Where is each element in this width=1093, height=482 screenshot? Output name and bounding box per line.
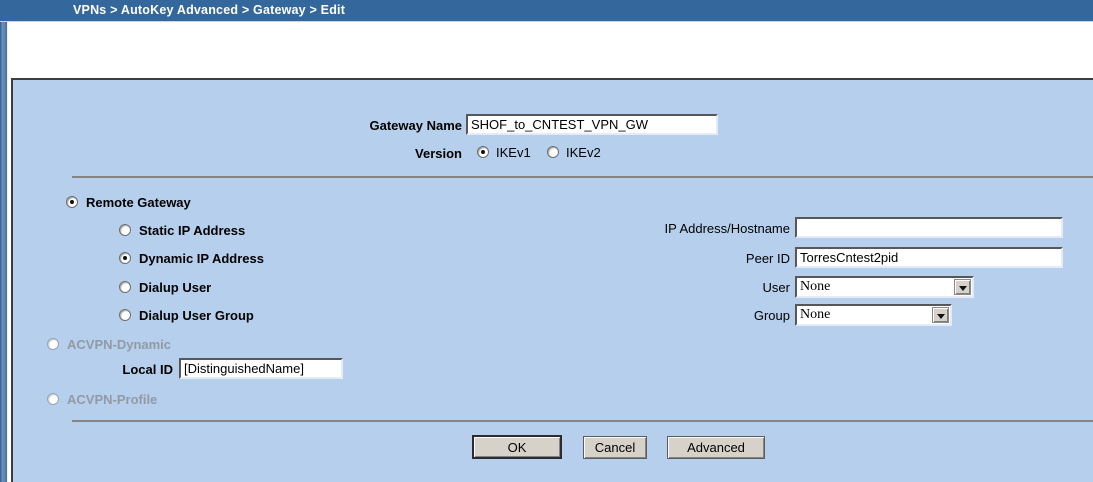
version-ikev1-radio[interactable] — [477, 146, 489, 158]
acvpn-dynamic-radio[interactable] — [47, 338, 59, 350]
dynamic-ip-radio[interactable] — [119, 252, 131, 264]
breadcrumb: VPNs > AutoKey Advanced > Gateway > Edit — [73, 3, 346, 17]
static-ip-radio[interactable] — [119, 224, 131, 236]
ok-button[interactable]: OK — [472, 435, 562, 459]
user-label: User — [762, 280, 790, 295]
acvpn-profile-label: ACVPN-Profile — [67, 392, 158, 407]
breadcrumb-bar: VPNs > AutoKey Advanced > Gateway > Edit — [0, 0, 1093, 22]
advanced-button[interactable]: Advanced — [667, 436, 765, 459]
ip-hostname-label: IP Address/Hostname — [664, 221, 791, 236]
dialup-user-group-label: Dialup User Group — [139, 308, 254, 323]
left-edge-strip — [0, 22, 8, 482]
remote-gateway-label: Remote Gateway — [86, 195, 191, 210]
version-ikev2-label: IKEv2 — [566, 145, 601, 160]
acvpn-profile-radio[interactable] — [47, 393, 59, 405]
dialup-user-radio[interactable] — [119, 281, 131, 293]
dialup-user-label: Dialup User — [139, 280, 212, 295]
chevron-down-icon[interactable] — [932, 307, 949, 323]
group-label: Group — [753, 308, 790, 323]
version-ikev1-label: IKEv1 — [496, 145, 531, 160]
gateway-name-label: Gateway Name — [369, 118, 463, 133]
separator-top — [72, 176, 1093, 178]
dynamic-ip-label: Dynamic IP Address — [139, 251, 264, 266]
local-id-input[interactable] — [179, 358, 343, 379]
dialup-user-group-radio[interactable] — [119, 309, 131, 321]
peer-id-input[interactable] — [795, 247, 1063, 268]
ip-hostname-input[interactable] — [795, 217, 1063, 238]
version-label: Version — [415, 146, 462, 161]
user-select[interactable]: None — [795, 276, 974, 298]
user-select-value: None — [800, 279, 831, 294]
group-select-value: None — [800, 307, 831, 322]
acvpn-dynamic-label: ACVPN-Dynamic — [67, 337, 172, 352]
peer-id-label: Peer ID — [745, 251, 790, 266]
static-ip-label: Static IP Address — [139, 223, 246, 238]
gateway-name-input[interactable] — [466, 114, 718, 135]
separator-bottom — [72, 420, 1093, 422]
cancel-button[interactable]: Cancel — [583, 436, 647, 459]
local-id-label: Local ID — [122, 362, 173, 377]
chevron-down-icon[interactable] — [954, 279, 971, 295]
version-ikev2-radio[interactable] — [547, 146, 559, 158]
remote-gateway-radio[interactable] — [66, 196, 78, 208]
group-select[interactable]: None — [795, 304, 952, 326]
